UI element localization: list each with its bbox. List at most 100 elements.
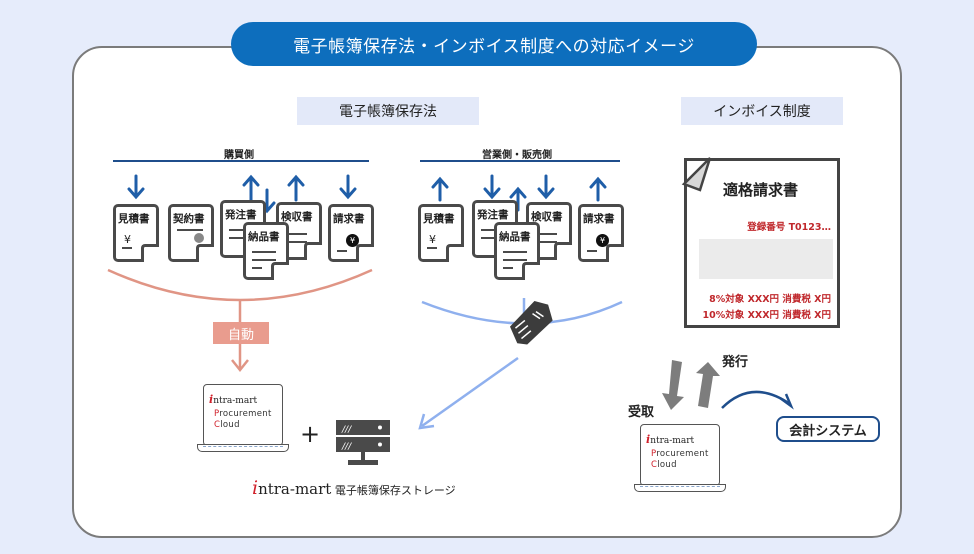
product-text: rocurement xyxy=(656,449,709,459)
doc-line xyxy=(285,241,307,243)
doc-line xyxy=(481,229,495,231)
receive-arrow-icon xyxy=(662,360,684,410)
page-fold-icon xyxy=(606,244,624,262)
arrow-down-icon xyxy=(339,174,357,200)
product-text: loud xyxy=(657,460,677,470)
doc-line xyxy=(285,233,307,235)
doc-line xyxy=(177,229,203,231)
logo-text: ntra-mart xyxy=(213,396,258,406)
logo-text: ntra-mart xyxy=(258,480,332,498)
intra-mart-logo: intra-mart xyxy=(646,433,694,446)
doc-line xyxy=(427,247,437,249)
doc-line xyxy=(252,267,262,269)
laptop-screen: intra-mart Procurement Cloud xyxy=(203,384,283,446)
sales-side-divider xyxy=(420,160,620,162)
page-fold-icon xyxy=(196,244,214,262)
arrow-down-icon xyxy=(127,174,145,200)
yen-coin-icon: ¥ xyxy=(596,234,609,247)
keyboard-icon xyxy=(203,446,283,450)
issue-arrow-icon xyxy=(696,362,720,408)
diagram-title: 電子帳簿保存法・インボイス制度への対応イメージ xyxy=(231,22,757,66)
product-initial: P xyxy=(651,449,657,459)
doc-delivery-purchase: 納品書 xyxy=(243,222,289,280)
product-text: loud xyxy=(220,420,240,430)
page-fold-icon xyxy=(356,244,374,262)
laptop-base xyxy=(197,444,289,452)
page-fold-icon xyxy=(446,244,464,262)
doc-contract-purchase: 契約書 xyxy=(168,204,214,262)
purchase-side-divider xyxy=(113,160,369,162)
svg-text:///: /// xyxy=(341,425,352,435)
doc-line xyxy=(587,250,597,252)
doc-invoice-sales: 請求書 ¥ xyxy=(578,204,624,262)
arrow-up-icon xyxy=(287,174,305,202)
doc-line xyxy=(229,229,243,231)
doc-acceptance-purchase: 検収書 xyxy=(276,202,322,260)
doc-line xyxy=(503,267,513,269)
auto-label: 自動 xyxy=(213,322,269,344)
doc-label: 検収書 xyxy=(281,211,313,223)
doc-line xyxy=(503,251,527,253)
issue-label: 発行 xyxy=(722,355,749,370)
doc-line xyxy=(122,247,132,249)
product-initial: C xyxy=(214,420,221,430)
doc-line xyxy=(481,237,495,239)
yen-icon: ¥ xyxy=(429,233,436,246)
accounting-system-box: 会計システム xyxy=(776,416,880,442)
tax-line-10: 10%対象 XXX円 消費税 X円 xyxy=(702,310,831,321)
doc-line xyxy=(535,241,557,243)
doc-delivery-sales: 納品書 xyxy=(494,222,540,280)
doc-line xyxy=(252,259,276,261)
doc-label: 請求書 xyxy=(333,213,365,225)
sales-side-label: 営業側・販売側 xyxy=(482,150,552,161)
storage-product-label: intra-mart 電子帳簿保存ストレージ xyxy=(252,477,456,499)
section-ebook-law: 電子帳簿保存法 xyxy=(297,97,479,125)
doc-label: 納品書 xyxy=(248,231,280,243)
product-initial: P xyxy=(214,409,220,419)
page-fold-icon xyxy=(141,244,159,262)
doc-quotation-sales: 見積書 ¥ xyxy=(418,204,464,262)
yen-coin-icon: ¥ xyxy=(346,234,359,247)
to-accounting-arrow xyxy=(721,390,794,410)
logo-text: ntra-mart xyxy=(650,436,695,446)
logo-initial: i xyxy=(646,433,651,446)
invoice-title: 適格請求書 xyxy=(723,181,799,199)
doc-label: 検収書 xyxy=(531,211,563,223)
yen-icon: ¥ xyxy=(124,233,131,246)
doc-label: 発注書 xyxy=(477,209,509,221)
invoice-detail-placeholder xyxy=(699,239,833,279)
page-fold-icon xyxy=(304,242,322,260)
seal-icon xyxy=(194,233,204,243)
product-name: Procurement Cloud xyxy=(651,449,709,471)
doc-label: 見積書 xyxy=(423,213,455,225)
arrow-down-icon xyxy=(537,174,555,200)
tax-line-8: 8%対象 XXX円 消費税 X円 xyxy=(709,294,831,305)
arrow-down-icon xyxy=(483,174,501,200)
doc-label: 見積書 xyxy=(118,213,150,225)
logo-initial: i xyxy=(252,477,259,499)
doc-line xyxy=(229,237,243,239)
plus-sign: + xyxy=(300,420,321,448)
doc-invoice-purchase: 請求書 ¥ xyxy=(328,204,374,262)
doc-label: 納品書 xyxy=(499,231,531,243)
keyboard-icon xyxy=(640,486,720,490)
page-fold-icon xyxy=(271,262,289,280)
arrow-up-icon xyxy=(242,174,260,202)
handshake-icon xyxy=(510,301,553,345)
doc-line xyxy=(252,251,276,253)
page-fold-icon xyxy=(554,242,572,260)
section-invoice-system: インボイス制度 xyxy=(681,97,843,125)
svg-text:///: /// xyxy=(341,442,352,452)
arrow-up-icon xyxy=(509,186,527,212)
page-fold-icon xyxy=(522,262,540,280)
doc-quotation-purchase: 見積書 ¥ xyxy=(113,204,159,262)
purchase-side-label: 購買側 xyxy=(224,150,254,161)
purchase-flow-curve xyxy=(107,268,373,373)
doc-label: 契約書 xyxy=(173,213,205,225)
intra-mart-logo: intra-mart xyxy=(252,477,332,499)
arrow-up-icon xyxy=(589,176,607,202)
product-name: Procurement Cloud xyxy=(214,409,272,431)
laptop-screen: intra-mart Procurement Cloud xyxy=(640,424,720,486)
registration-number: 登録番号 T0123… xyxy=(747,222,831,233)
